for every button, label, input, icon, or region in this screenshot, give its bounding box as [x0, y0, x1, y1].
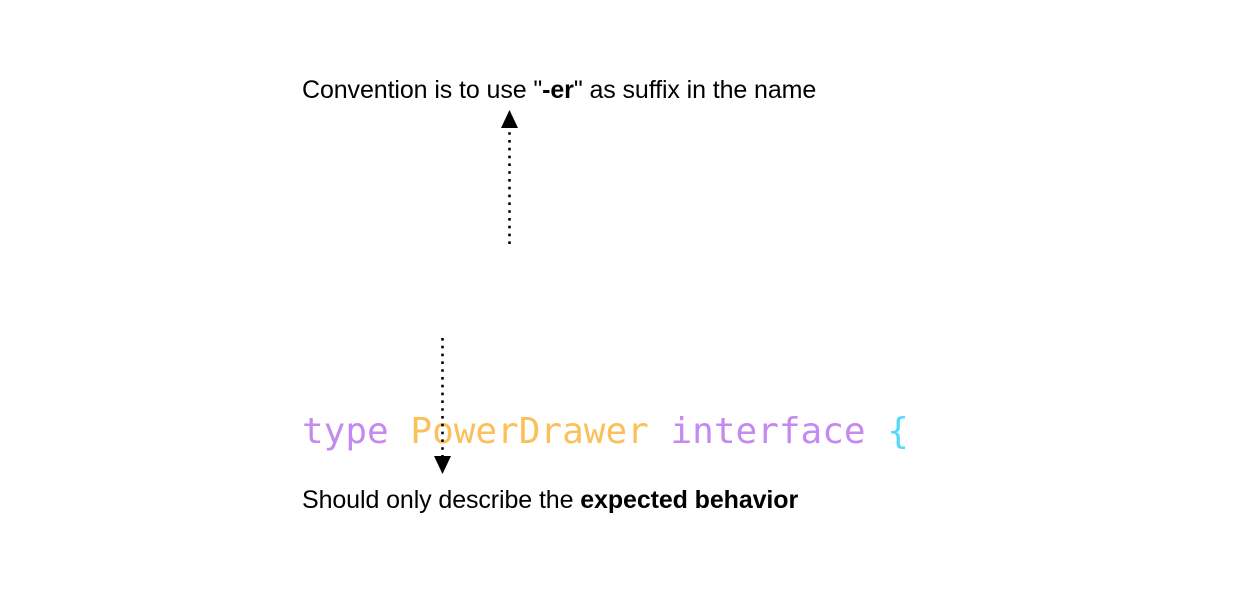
annotation-bottom-prefix: Should only describe the: [302, 486, 581, 514]
annotation-bottom-label: Should only describe the expected behavi…: [302, 488, 798, 513]
code-token-keyword-type: type: [302, 411, 389, 452]
arrow-down-head: [434, 456, 451, 474]
annotation-top-prefix: Convention is to use ": [302, 76, 543, 104]
annotation-top-suffix: " as suffix in the name: [573, 76, 817, 104]
arrow-up-icon: [501, 110, 518, 244]
code-token-space: [866, 411, 888, 452]
code-block: type PowerDrawer interface { Draw(power …: [302, 236, 909, 592]
arrow-up-head: [501, 110, 518, 128]
annotation-bottom-emphasis: expected behavior: [580, 486, 799, 514]
annotation-top-label: Convention is to use "-er" as suffix in …: [302, 78, 816, 103]
code-token-space: [389, 411, 411, 452]
code-token-brace-open: {: [887, 411, 909, 452]
code-token-keyword-interface: interface: [670, 411, 866, 452]
code-token-space: [649, 411, 671, 452]
code-token-typename-powerdrawer: PowerDrawer: [410, 411, 649, 452]
code-line: type PowerDrawer interface {: [302, 404, 909, 460]
arrow-down-icon: [434, 338, 451, 474]
annotation-top-emphasis: -er: [542, 76, 574, 104]
